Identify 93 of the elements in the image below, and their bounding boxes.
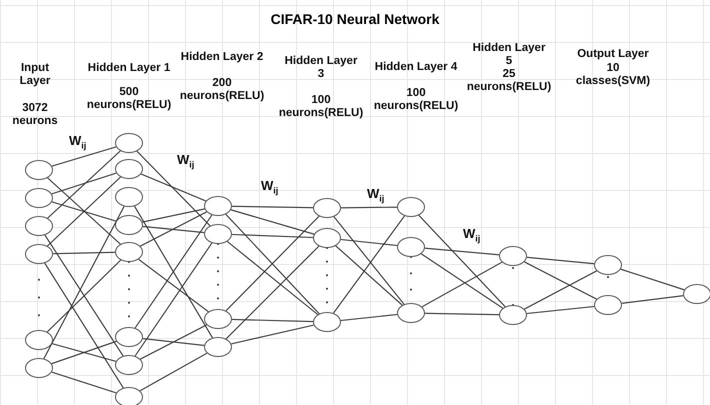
connection-line <box>232 206 313 208</box>
connection-line <box>140 352 208 392</box>
connection-line <box>232 318 314 322</box>
connection-line <box>140 324 207 360</box>
neuron-node <box>115 327 143 347</box>
neuron-node <box>397 303 425 323</box>
connection-line <box>52 372 116 394</box>
layer-size-text: 25 neurons(RELU) <box>466 68 552 94</box>
layer-heading: Output Layer <box>576 48 650 61</box>
neuron-node <box>115 215 143 235</box>
neuron-node <box>397 237 425 257</box>
diagram-title: CIFAR-10 Neural Network <box>270 11 440 27</box>
connection-line <box>226 246 320 340</box>
connection-line <box>134 242 212 356</box>
weight-label: W$_{ij}$ <box>463 226 480 244</box>
layer-heading: Input Layer <box>18 62 52 88</box>
layer-heading: Hidden Layer 5 <box>472 42 546 68</box>
layer-heading: Hidden Layer 3 <box>284 55 358 81</box>
connection-line <box>142 208 205 223</box>
connection-line <box>134 214 212 328</box>
connection-line <box>526 306 594 314</box>
weight-label: W$_{ij}$ <box>69 133 86 151</box>
connection-line <box>52 201 116 222</box>
neuron-node <box>25 160 53 180</box>
connection-line <box>340 314 398 322</box>
neuron-node <box>115 387 143 405</box>
connection-line <box>230 209 314 235</box>
connection-line <box>134 206 213 338</box>
neuron-node <box>25 358 53 378</box>
neuron-node <box>204 196 232 216</box>
connection-line <box>340 238 398 246</box>
connection-line <box>142 338 204 346</box>
neuron-node <box>25 330 53 350</box>
layer-heading: Hidden Layer 4 <box>374 61 458 74</box>
connection-line <box>136 150 210 226</box>
neuron-node <box>594 255 622 275</box>
connection-line <box>43 206 125 359</box>
connection-line <box>526 256 594 264</box>
connection-line <box>524 270 597 310</box>
neuron-node <box>683 284 710 304</box>
neuron-node <box>115 159 143 179</box>
neuron-node <box>25 216 53 236</box>
neuron-node <box>204 337 232 357</box>
neuron-node <box>313 228 341 248</box>
connection-line <box>622 295 684 304</box>
connection-line <box>424 312 500 316</box>
connection-line <box>52 146 116 167</box>
neuron-node <box>115 133 143 153</box>
connection-line <box>140 211 207 247</box>
connection-line <box>341 206 397 208</box>
neuron-node <box>25 244 53 264</box>
neuron-node <box>313 312 341 332</box>
connection-line <box>226 241 318 315</box>
connection-line <box>420 253 504 309</box>
neuron-node <box>25 188 53 208</box>
connection-line <box>422 262 502 308</box>
neuron-node <box>499 246 527 266</box>
connection-line <box>424 248 500 256</box>
connection-line <box>47 150 121 218</box>
connection-line <box>138 258 209 312</box>
layer-heading: Hidden Layer 1 <box>86 62 172 75</box>
neuron-node <box>115 187 143 207</box>
weight-label: W$_{ij}$ <box>261 178 278 196</box>
weight-label: W$_{ij}$ <box>177 152 194 170</box>
connection-line <box>46 260 122 332</box>
weight-label: W$_{ij}$ <box>367 186 384 204</box>
connection-line <box>44 262 124 388</box>
layer-size-text: 10 classes(SVM) <box>574 62 652 88</box>
connection-line <box>231 324 314 344</box>
connection-line <box>52 252 116 254</box>
neuron-node <box>499 305 527 325</box>
connection-line <box>52 172 116 194</box>
neuron-node <box>204 309 232 329</box>
connection-line <box>142 226 204 234</box>
layer-size-text: 3072 neurons <box>11 102 59 128</box>
connection-line <box>524 261 597 300</box>
layer-heading: Hidden Layer 2 <box>180 51 264 64</box>
layer-size-text: 100 neurons(RELU) <box>278 94 364 120</box>
layer-size-text: 500 neurons(RELU) <box>86 86 172 112</box>
connection-line <box>44 234 124 356</box>
layer-size-text: 100 neurons(RELU) <box>372 87 460 113</box>
connection-line <box>620 268 684 290</box>
connection-line <box>335 245 403 306</box>
neuron-node <box>313 198 341 218</box>
connection-line <box>140 174 206 202</box>
connection-line <box>232 234 314 238</box>
layer-size-text: 200 neurons(RELU) <box>178 77 266 103</box>
neuron-node <box>594 295 622 315</box>
connection-line <box>418 214 506 308</box>
neuron-node <box>397 197 425 217</box>
neuron-node <box>204 224 232 244</box>
neuron-node <box>115 355 143 375</box>
neuron-node <box>115 242 143 262</box>
